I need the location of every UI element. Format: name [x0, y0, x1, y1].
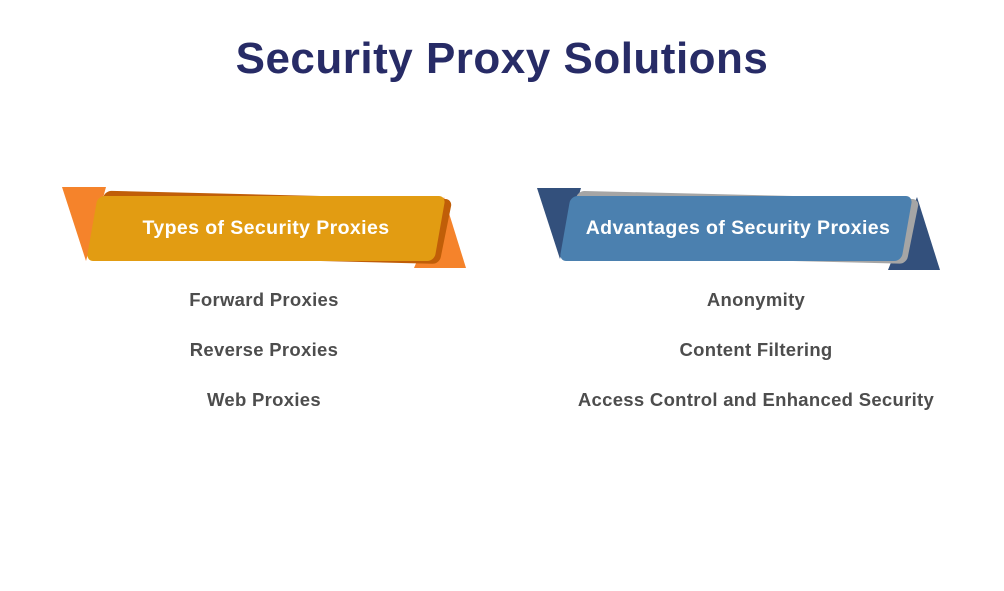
advantages-item-list: Anonymity Content Filtering Access Contr… [540, 289, 972, 439]
ribbon-banner-shape [87, 196, 445, 261]
list-item: Access Control and Enhanced Security [577, 389, 935, 410]
list-item: Content Filtering [679, 339, 833, 360]
page-title: Security Proxy Solutions [235, 34, 769, 83]
list-item: Reverse Proxies [189, 339, 339, 360]
ribbon-types: Types of Security Proxies [58, 183, 470, 275]
ribbon-left-tail-shape [62, 187, 106, 261]
ribbon-banner-shape [560, 196, 912, 261]
ribbon-advantages-label: Advantages of Security Proxies [585, 217, 891, 239]
ribbon-types-label: Types of Security Proxies [142, 217, 390, 239]
list-item: Forward Proxies [189, 289, 339, 310]
ribbon-advantages-shape [537, 188, 940, 270]
ribbon-advantages: Advantages of Security Proxies [530, 183, 950, 278]
ribbon-types-shape [62, 187, 466, 268]
list-item: Web Proxies [206, 389, 321, 410]
types-item-list: Forward Proxies Reverse Proxies Web Prox… [58, 289, 470, 439]
list-item: Anonymity [706, 289, 806, 310]
